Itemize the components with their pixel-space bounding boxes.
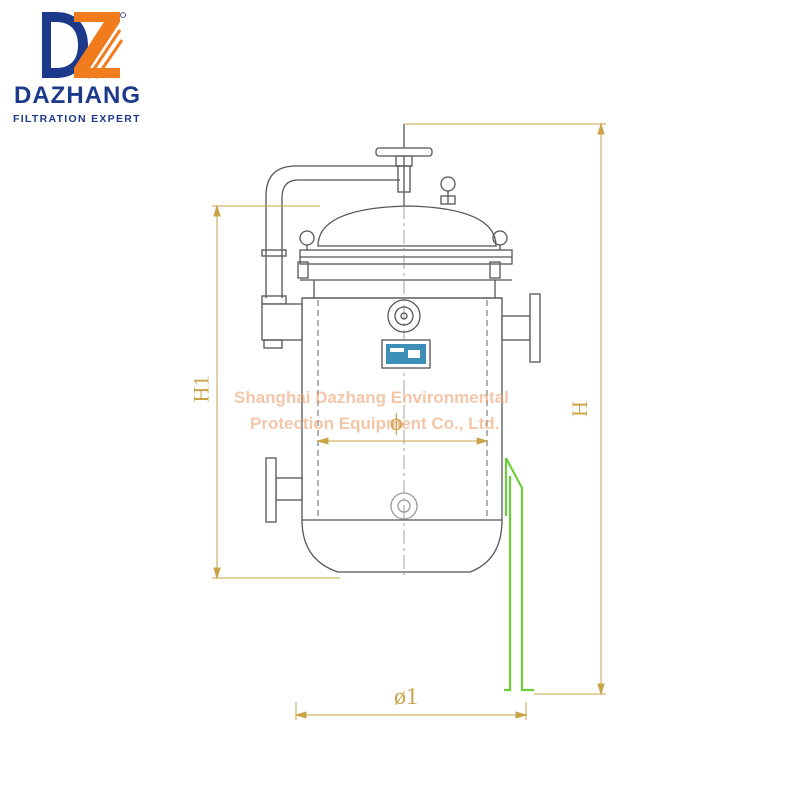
dim-label-phi: ϕ <box>390 410 403 436</box>
brand-tagline: FILTRATION EXPERT <box>13 113 141 125</box>
watermark-line-1: Shanghai Dazhang Environmental <box>234 388 509 407</box>
dome-lid <box>317 205 497 247</box>
control-panel <box>381 339 431 369</box>
inlet-nozzle-right <box>501 315 531 341</box>
outlet-pipe <box>265 165 400 298</box>
dim-label-phi1: ø1 <box>394 684 418 710</box>
dazhang-logo <box>42 12 126 79</box>
support-leg <box>504 457 534 692</box>
lifting-eye-left <box>299 230 315 246</box>
logo-letter-d <box>42 12 88 78</box>
watermark-line-2: Protection Equipment Co., Ltd. <box>250 414 500 433</box>
outlet-nozzle-left <box>275 477 303 501</box>
sight-glass-flange <box>387 299 421 333</box>
drain-flange <box>390 492 418 520</box>
logo-accent-lines <box>86 29 124 79</box>
handwheel <box>375 147 433 157</box>
dim-label-h: H <box>566 401 592 417</box>
main-shell <box>301 297 503 573</box>
dim-label-h1: H1 <box>188 375 214 403</box>
side-outlet-body <box>261 303 303 341</box>
logo-letter-z <box>74 12 120 78</box>
brand-name: DAZHANG <box>14 82 141 109</box>
pressure-gauge <box>440 176 456 192</box>
